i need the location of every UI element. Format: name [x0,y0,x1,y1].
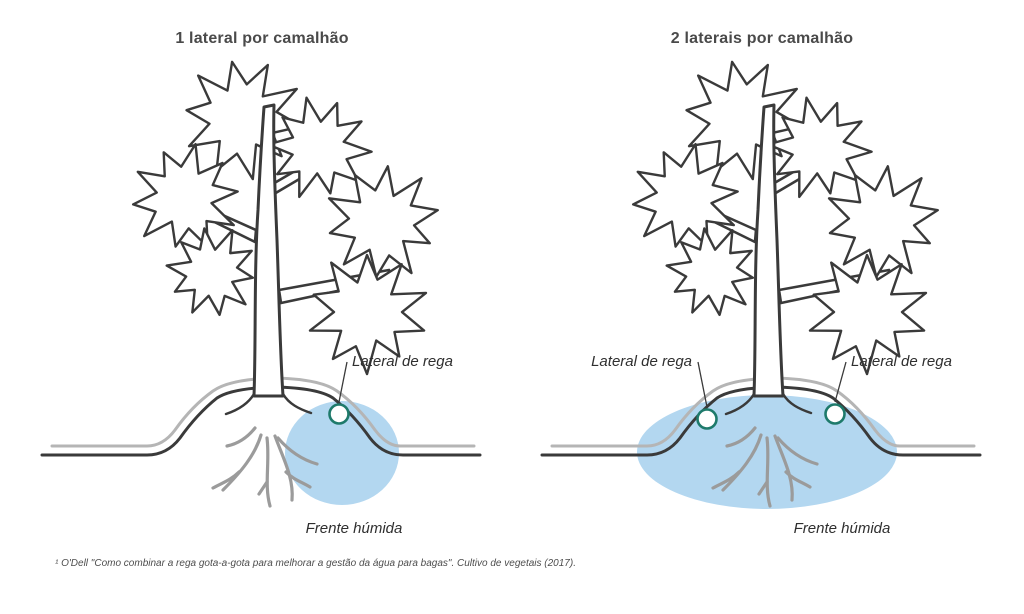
titles-row: 1 lateral por camalhão 2 laterais por ca… [0,0,1024,48]
lateral-leader-line-left [697,361,708,408]
panel-title-left: 1 lateral por camalhão [175,30,349,47]
wet-front-label: Frente húmida [306,520,403,537]
lateral-label-right: Lateral de rega [851,353,952,370]
lateral-leader-line [338,361,348,403]
drip-lateral-marker [328,403,350,425]
wet-front-area [285,401,399,505]
diagram-one-lateral: Lateral de rega Frente húmida [40,50,482,537]
source-footnote: ¹ O'Dell "Como combinar a rega gota-a-go… [55,558,576,569]
wet-front-label: Frente húmida [794,520,891,537]
panel-title-right: 2 laterais por camalhão [670,30,854,47]
lateral-label: Lateral de rega [352,353,453,370]
drip-lateral-marker-left [696,408,718,430]
drip-lateral-marker-right [824,403,846,425]
panels-row: Lateral de rega Frente húmida Lateral de… [0,50,1024,550]
lateral-leader-line-right [834,361,847,403]
lateral-label-left: Lateral de rega [591,353,692,370]
diagram-two-laterals: Lateral de rega Lateral de rega Frente h… [540,50,982,537]
